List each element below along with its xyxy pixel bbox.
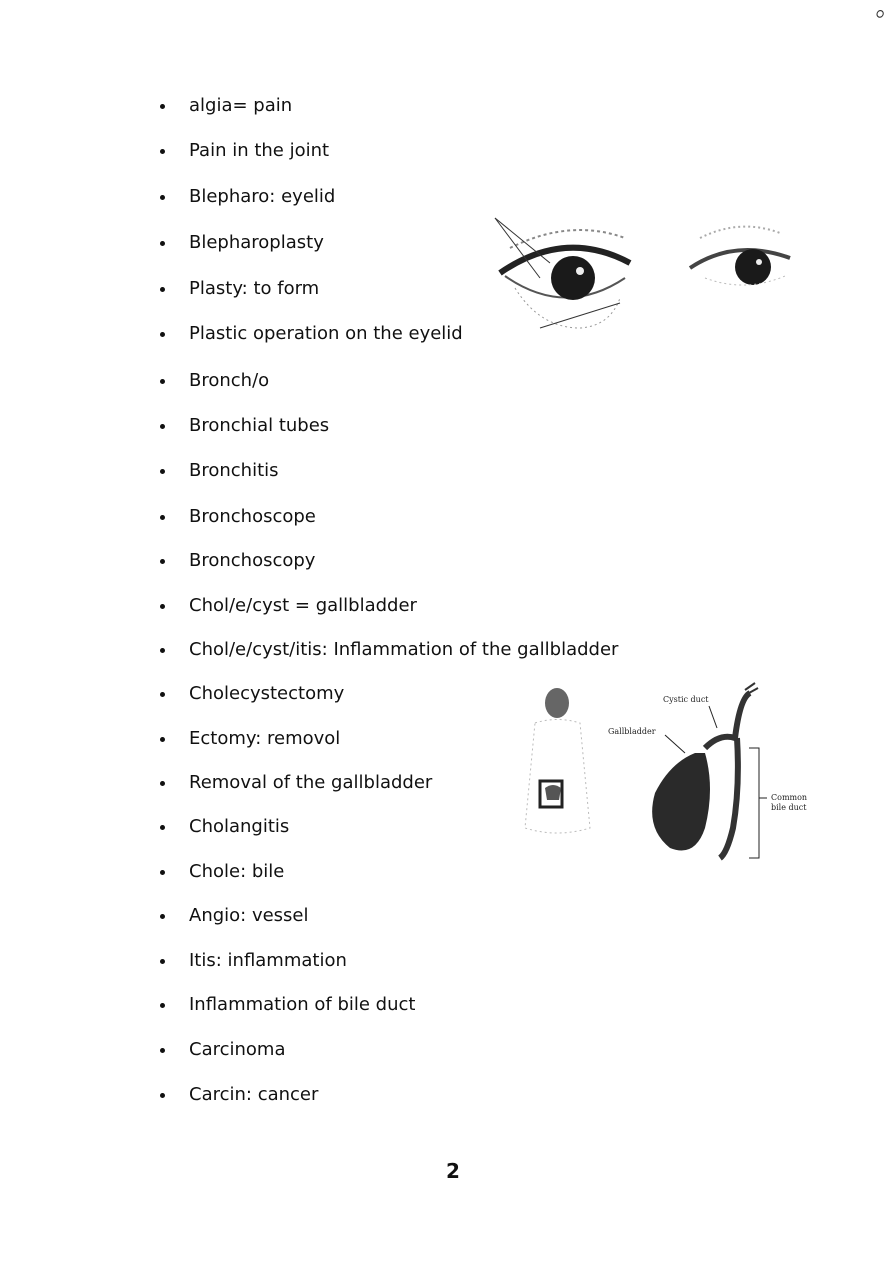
bullet-icon — [160, 469, 165, 474]
term-text: Bronchoscope — [189, 506, 316, 527]
term-text: Inflammation of bile duct — [189, 994, 416, 1015]
term-text: Removal of the gallbladder — [189, 772, 433, 793]
bullet-icon — [160, 149, 165, 154]
bullet-icon — [160, 424, 165, 429]
term-text: Pain in the joint — [189, 140, 330, 161]
bullet-icon — [160, 692, 165, 697]
bullet-icon — [160, 781, 165, 786]
term-text: Cholecystectomy — [189, 683, 345, 704]
bullet-icon — [160, 648, 165, 653]
bullet-icon — [160, 195, 165, 200]
bullet-icon — [160, 825, 165, 830]
gallbladder-label: Gallbladder — [608, 727, 656, 736]
term-text: Bronchial tubes — [189, 415, 330, 436]
common-bile-duct-label-line2: bile duct — [771, 803, 807, 812]
term-text: Plastic operation on the eyelid — [189, 323, 463, 344]
bullet-icon — [160, 241, 165, 246]
term-text: Cholangitis — [189, 816, 290, 837]
corner-mark: ㅇ — [871, 4, 892, 25]
term-text: Carcin: cancer — [189, 1084, 319, 1105]
term-text: Ectomy: removol — [189, 728, 341, 749]
bullet-icon — [160, 104, 165, 109]
term-text: Bronch/o — [189, 370, 270, 391]
gallbladder-organ-icon — [652, 682, 767, 861]
cystic-duct-label: Cystic duct — [663, 695, 709, 704]
term-text: Blepharoplasty — [189, 232, 324, 253]
bullet-icon — [160, 379, 165, 384]
bullet-icon — [160, 515, 165, 520]
bullet-icon — [160, 870, 165, 875]
bullet-icon — [160, 559, 165, 564]
gallbladder-illustration: Cystic duct Gallbladder Common bile duct — [524, 682, 807, 861]
bullet-icon — [160, 737, 165, 742]
term-text: Plasty: to form — [189, 278, 320, 299]
term-text: Angio: vessel — [189, 905, 309, 926]
term-text: algia= pain — [189, 95, 293, 116]
bullet-icon — [160, 959, 165, 964]
term-text: Blepharo: eyelid — [189, 186, 336, 207]
bullet-icon — [160, 1003, 165, 1008]
term-text: Chol/e/cyst = gallbladder — [189, 595, 417, 616]
term-text: Itis: inflammation — [189, 950, 347, 971]
bullet-icon — [160, 914, 165, 919]
page-number: 2 — [446, 1159, 460, 1183]
left-eye-icon — [494, 217, 632, 329]
bullet-icon — [160, 604, 165, 609]
right-eye-icon — [688, 225, 791, 286]
term-text: Bronchitis — [189, 460, 279, 481]
term-text: Carcinoma — [189, 1039, 286, 1060]
torso-silhouette-icon — [524, 688, 591, 834]
common-bile-duct-label-line1: Common — [771, 793, 807, 802]
term-text: Chole: bile — [189, 861, 285, 882]
bullet-icon — [160, 1048, 165, 1053]
eyelid-illustration — [494, 217, 791, 329]
term-text: Chol/e/cyst/itis: Inflammation of the ga… — [189, 639, 619, 660]
term-text: Bronchoscopy — [189, 550, 316, 571]
bullet-icon — [160, 1093, 165, 1098]
bullet-icon — [160, 332, 165, 337]
bullet-icon — [160, 287, 165, 292]
